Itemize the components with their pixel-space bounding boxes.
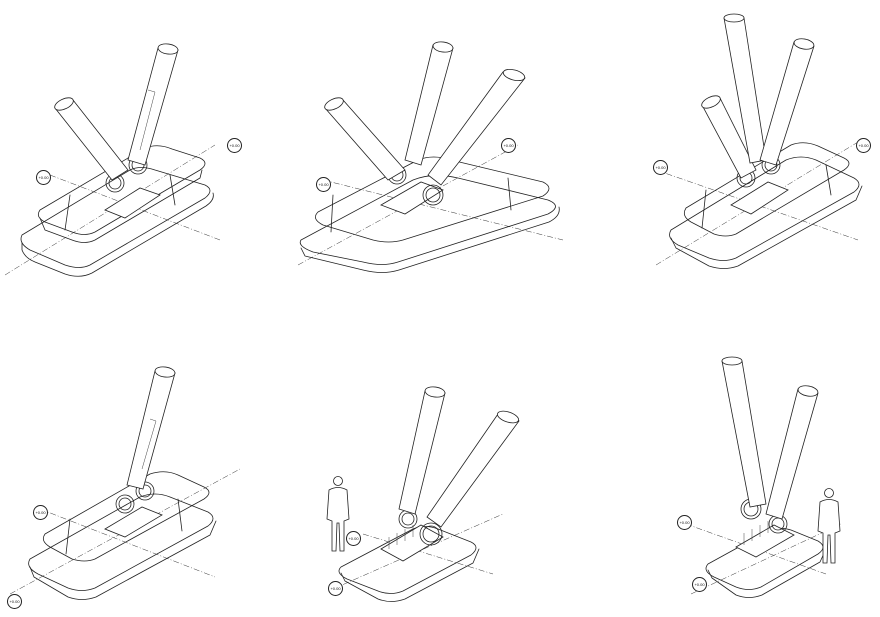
panel-4: +0.00 +0.00: [0, 309, 293, 617]
level-tag: +0.00: [33, 505, 48, 520]
sculpture-drawing-1: [4, 43, 221, 277]
level-tag: +0.00: [692, 577, 707, 592]
sculpture-drawing-5: [326, 386, 520, 602]
sculpture-drawing-3: [655, 13, 863, 269]
level-tag: +0.00: [856, 138, 871, 153]
sculpture-drawing-4: [9, 366, 241, 600]
panel-1: +0.00 +0.00: [0, 0, 293, 308]
level-tag: +0.00: [653, 160, 668, 175]
sculpture-drawing-6: [685, 356, 842, 598]
sculpture-drawing-2: [297, 41, 564, 273]
level-tag: +0.00: [316, 177, 331, 192]
level-tag: +0.00: [501, 138, 516, 153]
level-tag: +0.00: [677, 515, 692, 530]
level-tag: +0.00: [227, 138, 242, 153]
panel-2: +0.00 +0.00: [293, 0, 586, 308]
human-figure: [817, 488, 841, 564]
level-tag: +0.00: [7, 594, 22, 609]
panel-3: +0.00 +0.00: [586, 0, 879, 308]
level-tag: +0.00: [346, 531, 361, 546]
panel-5: +0.00 +0.00: [293, 309, 586, 617]
panel-6: +0.00 +0.00: [586, 309, 879, 617]
level-tag: +0.00: [36, 170, 51, 185]
level-tag: +0.00: [328, 581, 343, 596]
human-figure: [326, 476, 350, 552]
